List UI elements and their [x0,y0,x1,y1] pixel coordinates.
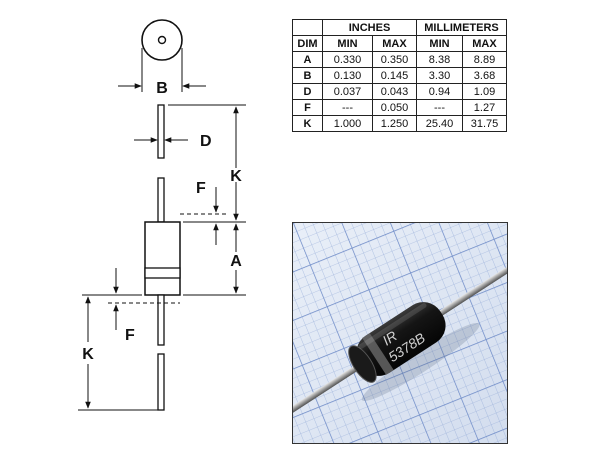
table-cell: 8.38 [416,51,463,68]
dim-k-bottom: K [78,296,160,411]
table-cell: 0.94 [416,83,463,100]
dim-k-bottom-label: K [82,346,94,363]
top-lead-lower [157,177,165,223]
table-group-header: INCHES [322,19,417,36]
table-cell: F [292,99,323,116]
table-cell: 0.043 [372,83,417,100]
table-row: A 0.330 0.350 8.38 8.89 [292,51,507,68]
table-cell: 3.68 [462,67,507,84]
table-cell: --- [322,99,373,116]
dim-f-top-label: F [196,180,206,197]
table-cell: B [292,67,323,84]
dim-b-label: B [156,80,168,97]
diode-body [144,221,181,296]
diode-photo-drawing: IR 5378B [293,223,507,443]
dimension-table: INCHES MILLIMETERS DIM MIN MAX MIN MAX A… [292,19,507,132]
table-cell: K [292,115,323,132]
table-column-header: MIN [416,35,463,52]
dim-d-label: D [200,133,212,150]
table-row: F --- 0.050 --- 1.27 [292,99,507,116]
dim-k-top-label: K [230,168,242,185]
table-column-header: DIM [292,35,323,52]
table-blank-corner [292,19,323,36]
table-cell: 8.89 [462,51,507,68]
table-cell: 31.75 [462,115,507,132]
table-row: D 0.037 0.043 0.94 1.09 [292,83,507,100]
bottom-lead-upper [157,294,165,346]
table-cell: 1.250 [372,115,417,132]
table-cell: A [292,51,323,68]
table-column-header-row: DIM MIN MAX MIN MAX [292,35,507,52]
table-group-header-row: INCHES MILLIMETERS [292,19,507,36]
table-row: K 1.000 1.250 25.40 31.75 [292,115,507,132]
table-cell: D [292,83,323,100]
side-view [144,104,181,411]
table-cell: 1.09 [462,83,507,100]
bottom-lead-lower [157,353,165,411]
table-cell: 25.40 [416,115,463,132]
table-cell: 3.30 [416,67,463,84]
photo-cathode-band [362,333,394,375]
dim-k-top: K [168,104,246,221]
table-cell: 1.27 [462,99,507,116]
dim-a: A [183,223,246,296]
table-cell: 0.037 [322,83,373,100]
top-lead-upper [157,104,165,159]
dim-d: D [134,133,212,150]
end-view: B [118,19,206,97]
dim-f-top: F [180,180,246,245]
table-cell: 1.000 [322,115,373,132]
product-photo: IR 5378B [292,222,508,444]
table-column-header: MAX [462,35,507,52]
end-view-lead [157,35,167,45]
table-group-header: MILLIMETERS [416,19,507,36]
cathode-band [144,267,181,279]
dim-a-label: A [230,253,242,270]
dim-f-bottom-label: F [125,327,135,344]
table-cell: 0.330 [322,51,373,68]
photo-lead-right [423,257,507,326]
table-cell: 0.050 [372,99,417,116]
table-row: B 0.130 0.145 3.30 3.68 [292,67,507,84]
table-cell: 0.130 [322,67,373,84]
table-cell: 0.350 [372,51,417,68]
table-column-header: MAX [372,35,417,52]
table-cell: 0.145 [372,67,417,84]
dim-f-bottom: F [82,268,180,344]
table-column-header: MIN [322,35,373,52]
table-cell: --- [416,99,463,116]
